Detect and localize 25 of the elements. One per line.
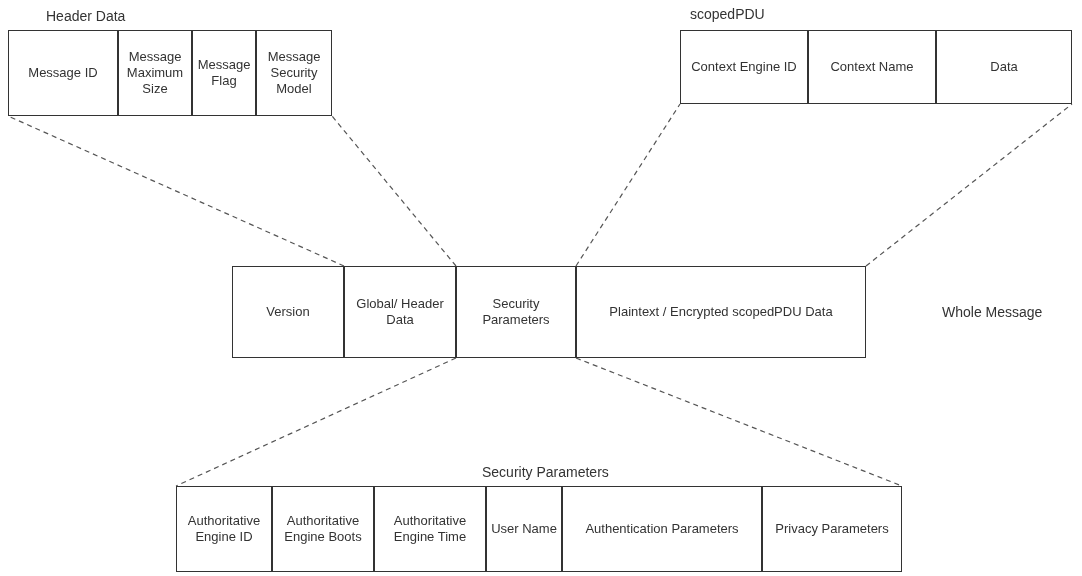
table-heading: Security Parameters — [482, 464, 609, 480]
field-cell: Plaintext / Encrypted scopedPDU Data — [576, 266, 866, 358]
table-heading: scopedPDU — [690, 6, 765, 22]
field-cell: Authoritative Engine Boots — [272, 486, 374, 572]
field-cell: Version — [232, 266, 344, 358]
field-cell: Context Engine ID — [680, 30, 808, 104]
field-cell: Data — [936, 30, 1072, 104]
field-cell: Authoritative Engine Time — [374, 486, 486, 572]
dashed-connector — [865, 103, 1073, 267]
field-cell: Authoritative Engine ID — [176, 486, 272, 572]
dashed-connector — [575, 103, 681, 267]
field-cell: Context Name — [808, 30, 936, 104]
field-cell: Message Flag — [192, 30, 256, 116]
field-cell: Message Maximum Size — [118, 30, 192, 116]
dashed-connector — [331, 115, 457, 267]
field-cell: Privacy Parameters — [762, 486, 902, 572]
dashed-connector — [175, 357, 457, 487]
field-cell: Security Parameters — [456, 266, 576, 358]
field-cell: User Name — [486, 486, 562, 572]
field-cell: Message Security Model — [256, 30, 332, 116]
field-cell: Global/ Header Data — [344, 266, 456, 358]
table-heading: Header Data — [46, 8, 126, 24]
table-heading: Whole Message — [942, 304, 1043, 320]
field-cell: Message ID — [8, 30, 118, 116]
field-cell: Authentication Parameters — [562, 486, 762, 572]
